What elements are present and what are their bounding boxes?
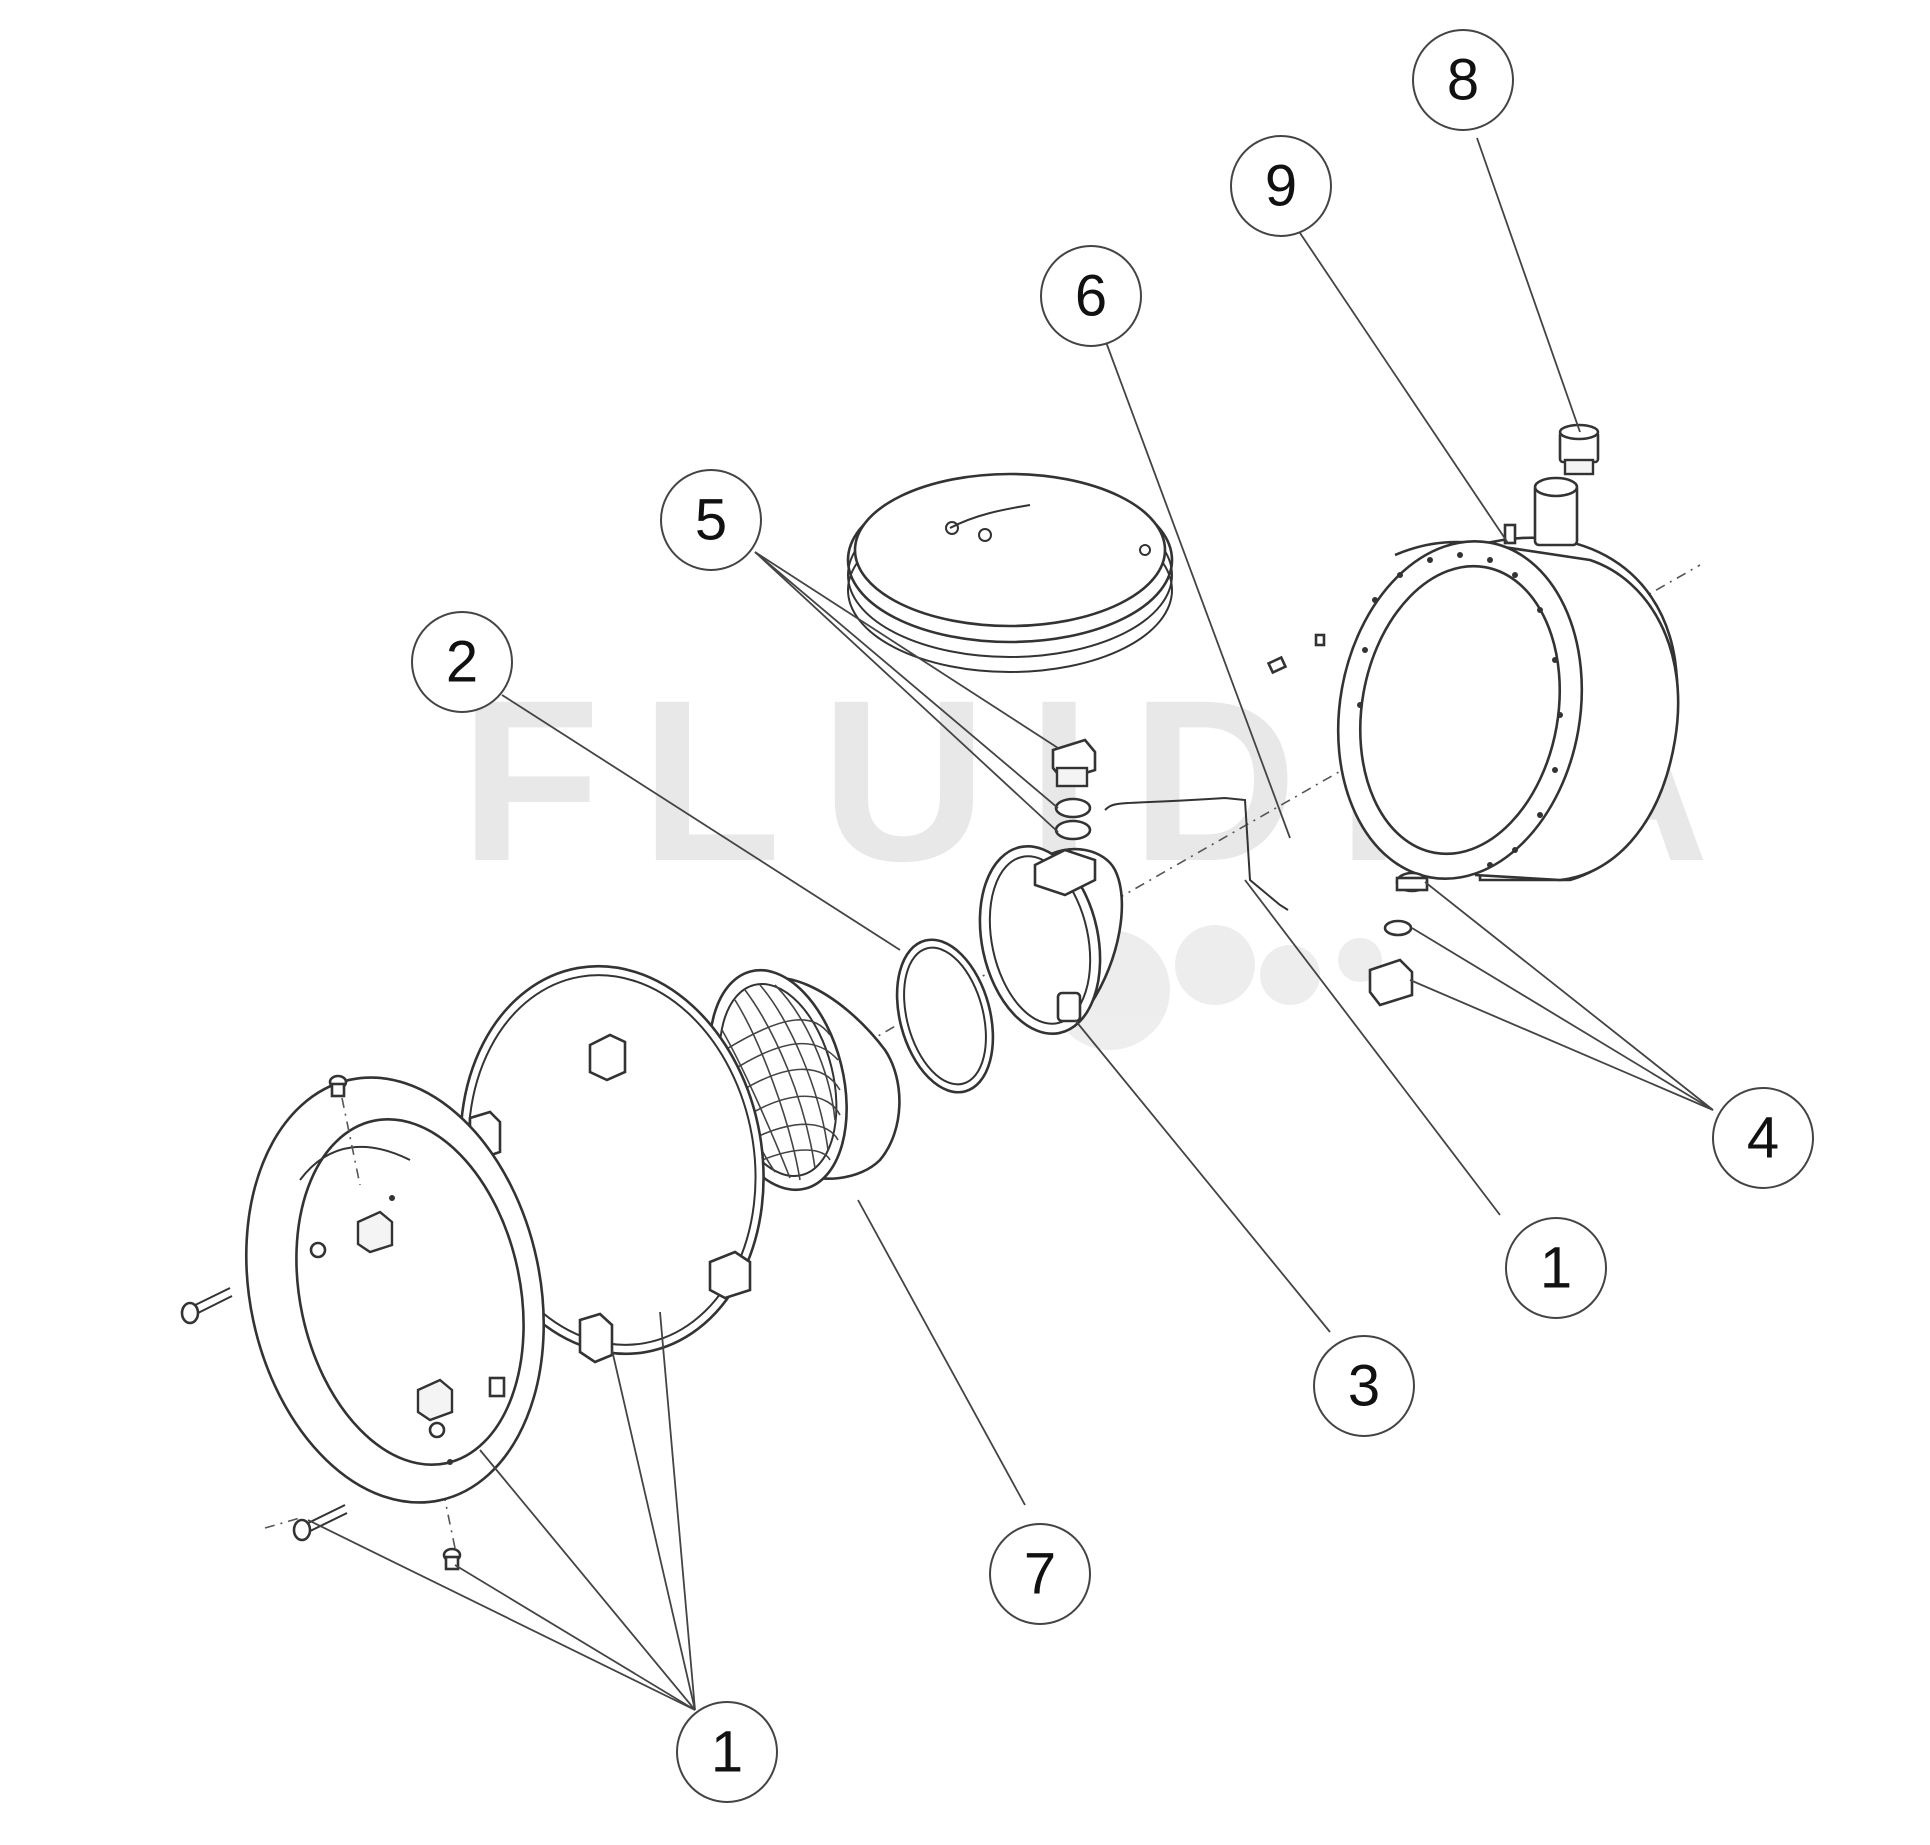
callout-1-bottom-label: 1 (711, 1720, 743, 1785)
plug-and-washers-4 (1368, 871, 1429, 1007)
callout-7: 7 (989, 1523, 1091, 1625)
o-ring-2 (895, 938, 995, 1094)
lamp-holder (978, 844, 1124, 1036)
leader-lines (307, 137, 1714, 1711)
callout-7-label: 7 (1024, 1542, 1056, 1607)
callout-8: 8 (1412, 29, 1514, 131)
lamp-ring-with-cable (846, 472, 1174, 673)
niche-housing (1266, 476, 1680, 882)
callout-1-bottom: 1 (676, 1701, 778, 1803)
callout-2-label: 2 (446, 630, 478, 695)
plug-and-orings-5 (1051, 738, 1097, 841)
callout-3: 3 (1313, 1335, 1415, 1437)
callout-6: 6 (1040, 245, 1142, 347)
callout-2: 2 (411, 611, 513, 713)
callout-9: 9 (1230, 135, 1332, 237)
callout-6-label: 6 (1075, 264, 1107, 329)
o-ring-2-inner (903, 946, 987, 1086)
wire-bracket (1104, 796, 1289, 911)
callout-4-label: 4 (1747, 1106, 1779, 1171)
cable-gland (1558, 423, 1600, 476)
callout-1-right: 1 (1505, 1217, 1607, 1319)
callout-5-label: 5 (695, 488, 727, 553)
callout-3-label: 3 (1348, 1354, 1380, 1419)
callout-1-right-label: 1 (1540, 1236, 1572, 1301)
callout-8-label: 8 (1447, 48, 1479, 113)
callout-5: 5 (660, 469, 762, 571)
callout-4: 4 (1712, 1087, 1814, 1189)
callout-9-label: 9 (1265, 154, 1297, 219)
screws (180, 1074, 462, 1571)
front-trim-ring (244, 1076, 546, 1504)
